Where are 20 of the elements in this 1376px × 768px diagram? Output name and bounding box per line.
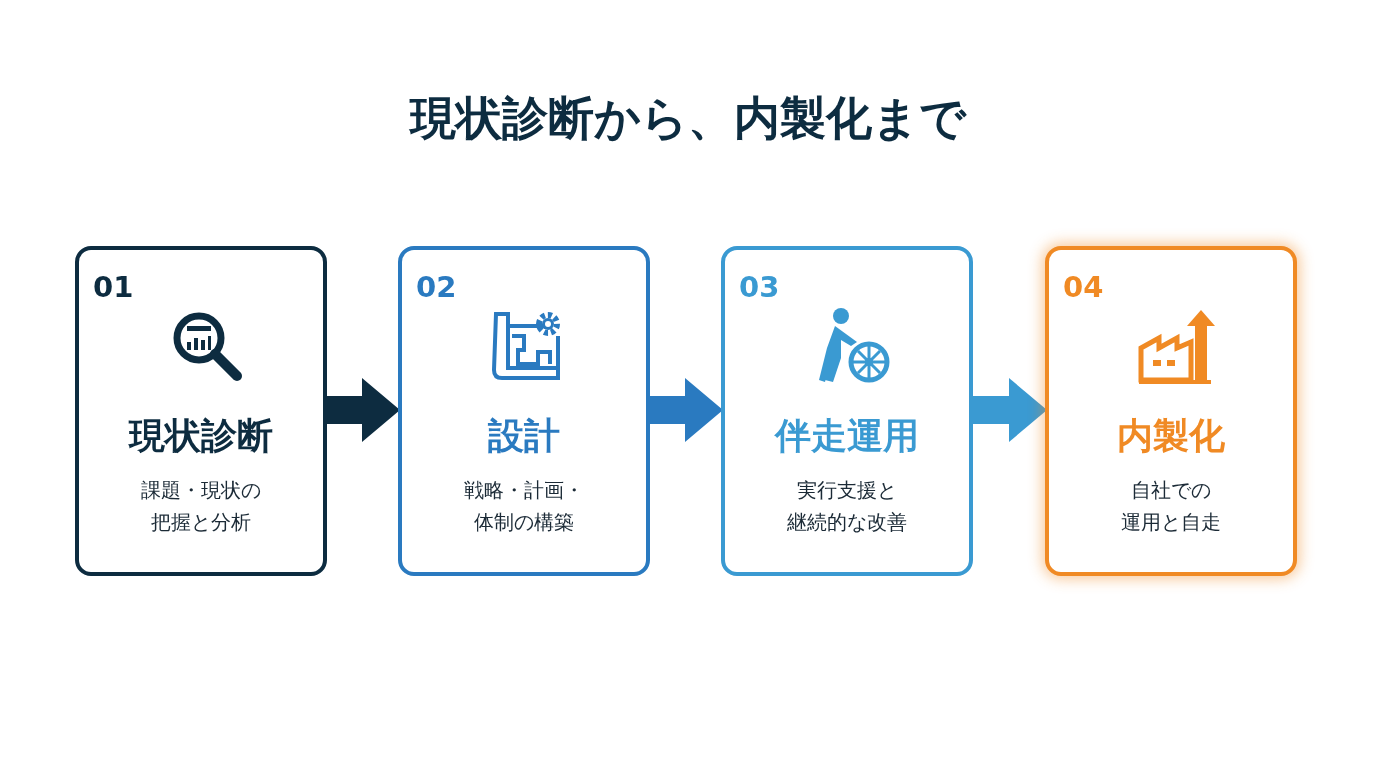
arrow — [650, 378, 723, 442]
step-description: 戦略・計画・体制の構築 — [463, 477, 585, 536]
step-description: 自社での運用と自走 — [1120, 477, 1222, 536]
step-number: 04 — [1063, 270, 1104, 304]
step-card — [75, 246, 327, 576]
title: 現状診断から、内製化まで — [408, 90, 968, 147]
step-card — [721, 246, 973, 576]
step-card — [398, 246, 650, 576]
arrow — [327, 378, 400, 442]
step-number: 01 — [93, 270, 134, 304]
step-number: 02 — [416, 270, 457, 304]
step-card — [1045, 246, 1297, 576]
arrow — [973, 378, 1047, 442]
step-description: 課題・現状の把握と分析 — [140, 477, 262, 536]
step-title: 伴走運用 — [773, 414, 920, 458]
step-description: 実行支援と継続的な改善 — [786, 477, 908, 536]
step-title: 内製化 — [1116, 414, 1226, 458]
step-number: 03 — [739, 270, 780, 304]
step-title: 設計 — [487, 414, 561, 458]
step-title: 現状診断 — [127, 414, 274, 458]
